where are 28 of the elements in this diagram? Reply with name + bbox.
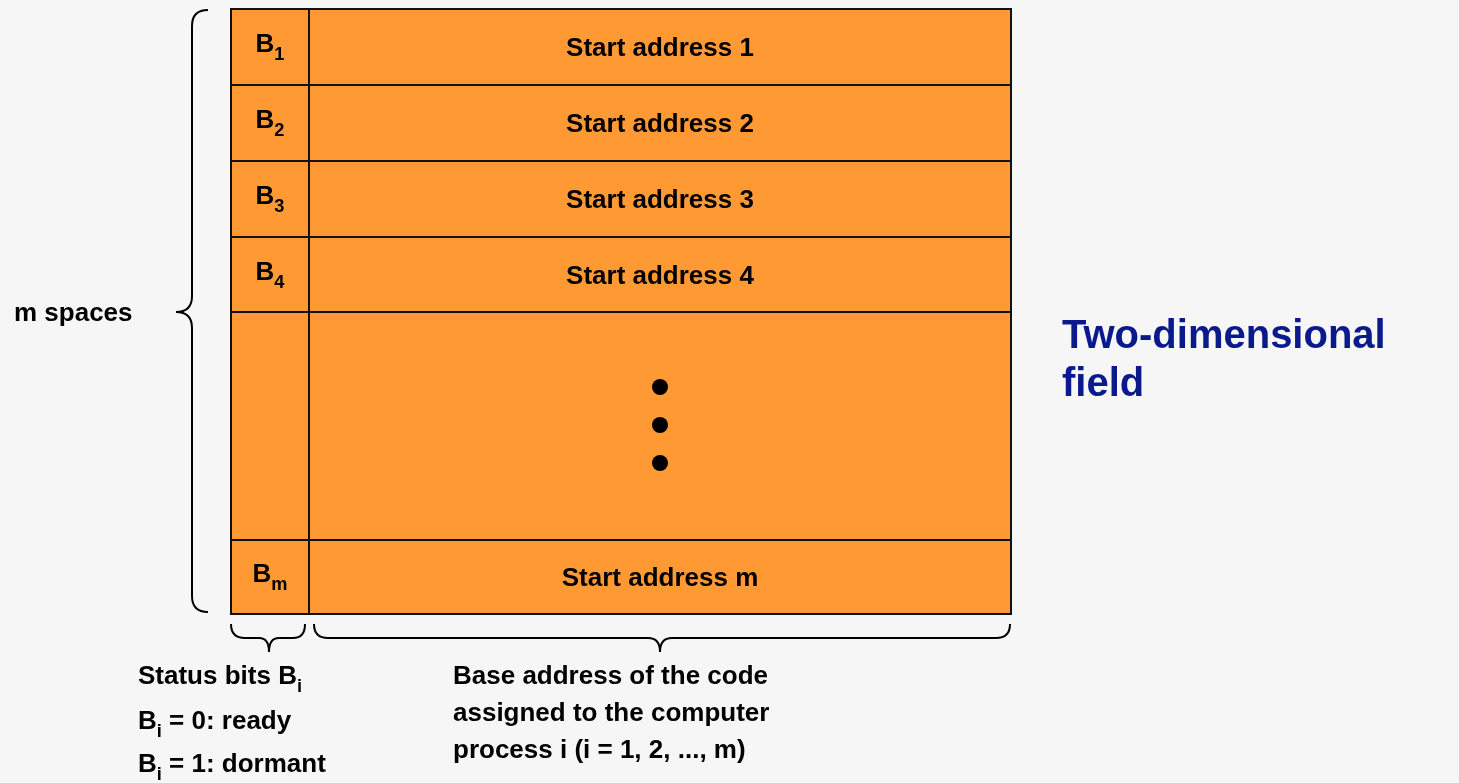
table-cell: [308, 236, 1012, 313]
cell-text: B$_{1}$: [255, 30, 285, 64]
table-cell: [308, 84, 1012, 162]
table-cell: [230, 236, 310, 313]
status-note: B$_{i}$ = 1: dormant: [138, 747, 327, 783]
title: Two-dimensional field: [1062, 311, 1387, 406]
cell-text: Start address m: [561, 564, 759, 590]
table-cell: [230, 311, 310, 541]
table-cell: [308, 539, 1012, 615]
cell-text: B$_{4}$: [255, 257, 285, 292]
cell-text: Start address 2: [566, 110, 754, 136]
cell-text: Start address 3: [566, 186, 754, 212]
table-cell: [308, 8, 1012, 86]
table-cell: [308, 311, 1012, 541]
table-cell: [230, 84, 310, 162]
table-cell: [230, 539, 310, 615]
status-note: B$_{i}$ = 0: ready: [138, 704, 293, 744]
cell-text: Start address 1: [566, 34, 754, 60]
column-caption: Base address of the code assigned to the computer process i (i = 1, 2, ..., m): [453, 659, 771, 766]
table-cell: [308, 160, 1012, 238]
brace-label: m spaces: [14, 296, 134, 329]
table-cell: [230, 8, 310, 86]
cell-text: B$_{m}$: [252, 560, 288, 594]
cell-text: B$_{2}$: [255, 106, 285, 140]
status-bits-label: Status bits B$_{i}$: [138, 659, 303, 699]
cell-text: B$_{3}$: [255, 182, 285, 216]
table-cell: [230, 160, 310, 238]
cell-text: Start address 4: [566, 261, 754, 288]
